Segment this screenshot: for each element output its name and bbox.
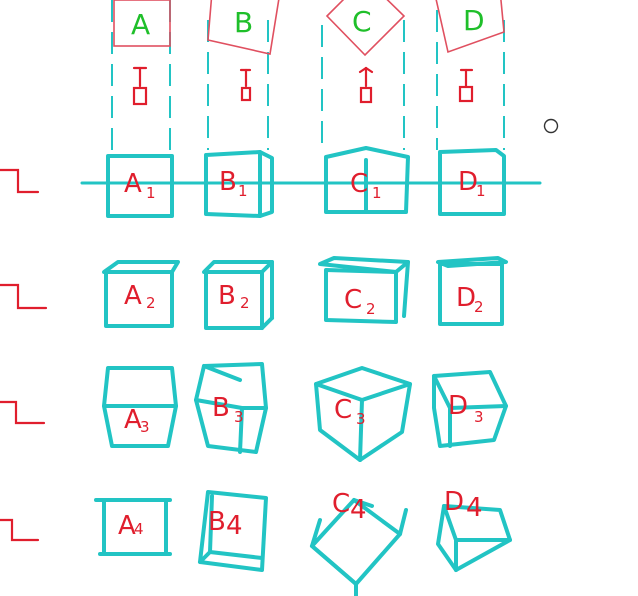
sub-c2: 2	[366, 300, 376, 318]
sub-d3: 3	[474, 408, 484, 426]
label-a3: A	[124, 405, 142, 435]
sub-c3: 3	[356, 410, 366, 428]
viewer-figures	[132, 66, 474, 106]
label-c2: C	[344, 285, 362, 315]
label-d4: D	[444, 487, 464, 517]
cube-a4	[94, 498, 172, 556]
cube-row-3	[102, 362, 508, 462]
sub-a1: 1	[146, 184, 156, 202]
cube-a3	[102, 366, 178, 448]
label-c3: C	[334, 395, 352, 425]
sub-d2: 2	[474, 298, 484, 316]
cube-row-2	[102, 256, 508, 330]
label-c4: C	[332, 489, 350, 519]
viewer-icon-b	[239, 68, 252, 102]
cube-row-1	[106, 146, 506, 218]
cube-c1	[324, 146, 410, 214]
label-b3: B	[212, 393, 230, 423]
cube-labels-row-1: A 1 B 1 C 1 D 1	[124, 167, 486, 202]
sub-a4: 4	[134, 520, 144, 538]
sub-b1: 1	[238, 182, 248, 200]
label-a2: A	[124, 281, 142, 311]
eye-level-markers	[0, 168, 48, 542]
cube-labels-row-2: A 2 B 2 C 2 D 2	[124, 281, 484, 318]
cube-d4	[436, 504, 512, 572]
marker-row-4	[0, 518, 40, 542]
label-a1: A	[124, 169, 142, 199]
cube-a1	[106, 154, 174, 218]
label-b4: B	[208, 507, 226, 537]
cube-c4	[310, 498, 408, 596]
viewer-icon-c	[358, 66, 374, 104]
cube-b3	[194, 362, 268, 454]
sub-b3: 3	[234, 408, 244, 426]
cube-b1	[204, 150, 274, 218]
top-label-c: C	[352, 5, 372, 38]
cube-c3	[314, 366, 412, 462]
cube-d1	[438, 148, 506, 216]
sub-a2: 2	[146, 294, 156, 312]
cube-b2	[202, 260, 274, 330]
top-label-d: D	[463, 4, 485, 37]
top-label-b: B	[234, 6, 253, 39]
sub-d4: 4	[466, 493, 483, 523]
viewer-icon-d	[458, 68, 474, 103]
marker-row-3	[0, 400, 46, 425]
cube-a2	[102, 260, 180, 328]
circle-cursor-icon[interactable]	[543, 118, 559, 134]
cube-row-4	[94, 490, 512, 596]
label-a4: A	[118, 511, 136, 541]
sub-d1: 1	[476, 182, 486, 200]
top-label-a: A	[131, 8, 150, 41]
cube-b4	[198, 490, 268, 572]
cube-c2	[318, 256, 410, 324]
sub-a3: 3	[140, 418, 150, 436]
viewer-icon-a	[132, 66, 148, 106]
top-view-boxes	[113, 0, 505, 57]
sub-c4: 4	[350, 495, 367, 525]
label-d3: D	[448, 391, 468, 421]
sub-b2: 2	[240, 294, 250, 312]
cube-labels-row-4: A 4 B 4 C 4 D 4	[118, 487, 483, 541]
cube-d2	[436, 256, 508, 326]
marker-row-2	[0, 283, 48, 310]
label-b2: B	[218, 281, 236, 311]
label-d2: D	[456, 283, 476, 313]
guide-lines	[111, 0, 505, 155]
sub-c1: 1	[372, 184, 382, 202]
marker-row-1	[0, 168, 40, 194]
cube-labels-row-3: A 3 B 3 C 3 D 3	[124, 391, 484, 436]
label-b1: B	[219, 167, 237, 197]
label-c1: C	[350, 169, 368, 199]
label-d1: D	[458, 167, 478, 197]
sub-b4: 4	[226, 511, 243, 541]
cube-d3	[432, 370, 508, 448]
